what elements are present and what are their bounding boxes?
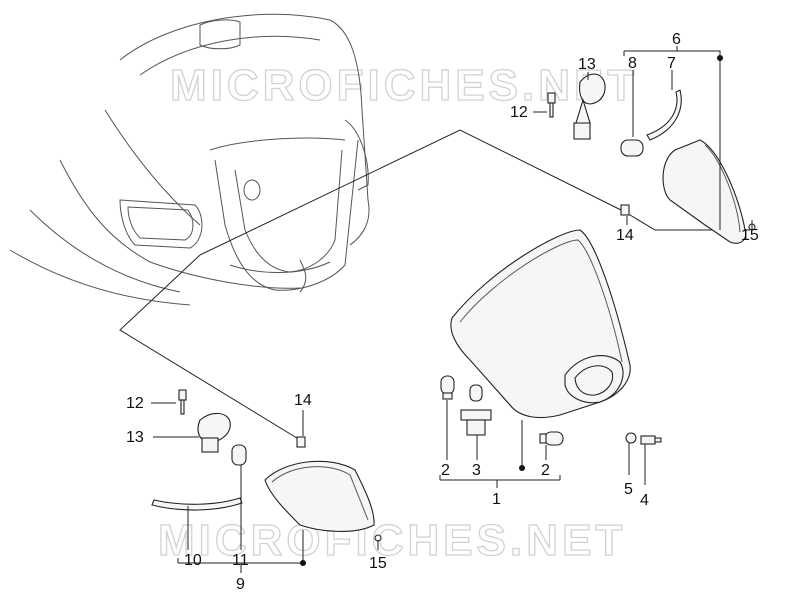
watermark-top: MICROFICHES.NET — [170, 61, 638, 110]
scooter-front-body — [9, 13, 370, 306]
callout-2-left: 2 — [441, 462, 450, 479]
callout-8: 8 — [628, 55, 637, 72]
callout-13-left: 13 — [126, 429, 144, 446]
leader-left-assembly — [119, 254, 306, 444]
callout-10: 10 — [184, 552, 202, 569]
callout-12-right: 12 — [510, 104, 528, 121]
headlight-housing — [450, 229, 631, 419]
screw-and-washer — [625, 432, 662, 445]
leader-right-assembly — [199, 129, 626, 256]
callout-6: 6 — [672, 31, 681, 48]
callout-2-right: 2 — [541, 462, 550, 479]
callout-12-left: 12 — [126, 395, 144, 412]
right-turn-signal — [547, 55, 756, 244]
callout-3: 3 — [472, 462, 481, 479]
callout-4: 4 — [640, 492, 649, 509]
callout-7: 7 — [667, 55, 676, 72]
callout-1: 1 — [492, 491, 501, 508]
callout-labels: 1 2 2 3 4 5 6 7 8 9 10 11 12 12 13 13 14… — [126, 31, 759, 593]
leader-lines — [151, 46, 753, 573]
callout-15-right: 15 — [741, 227, 759, 244]
callout-14-left: 14 — [294, 392, 312, 409]
bulb-small-right — [539, 431, 564, 446]
callout-9: 9 — [236, 576, 245, 593]
callout-14-right: 14 — [616, 227, 634, 244]
bulb-h4 — [460, 384, 492, 436]
left-turn-signal — [151, 389, 382, 542]
bulb-small-left — [440, 375, 455, 400]
callout-13-right: 13 — [578, 56, 596, 73]
callout-15-left: 15 — [369, 555, 387, 572]
callout-11: 11 — [232, 552, 249, 569]
watermark-bottom: MICROFICHES.NET — [158, 516, 626, 565]
callout-5: 5 — [624, 481, 633, 498]
